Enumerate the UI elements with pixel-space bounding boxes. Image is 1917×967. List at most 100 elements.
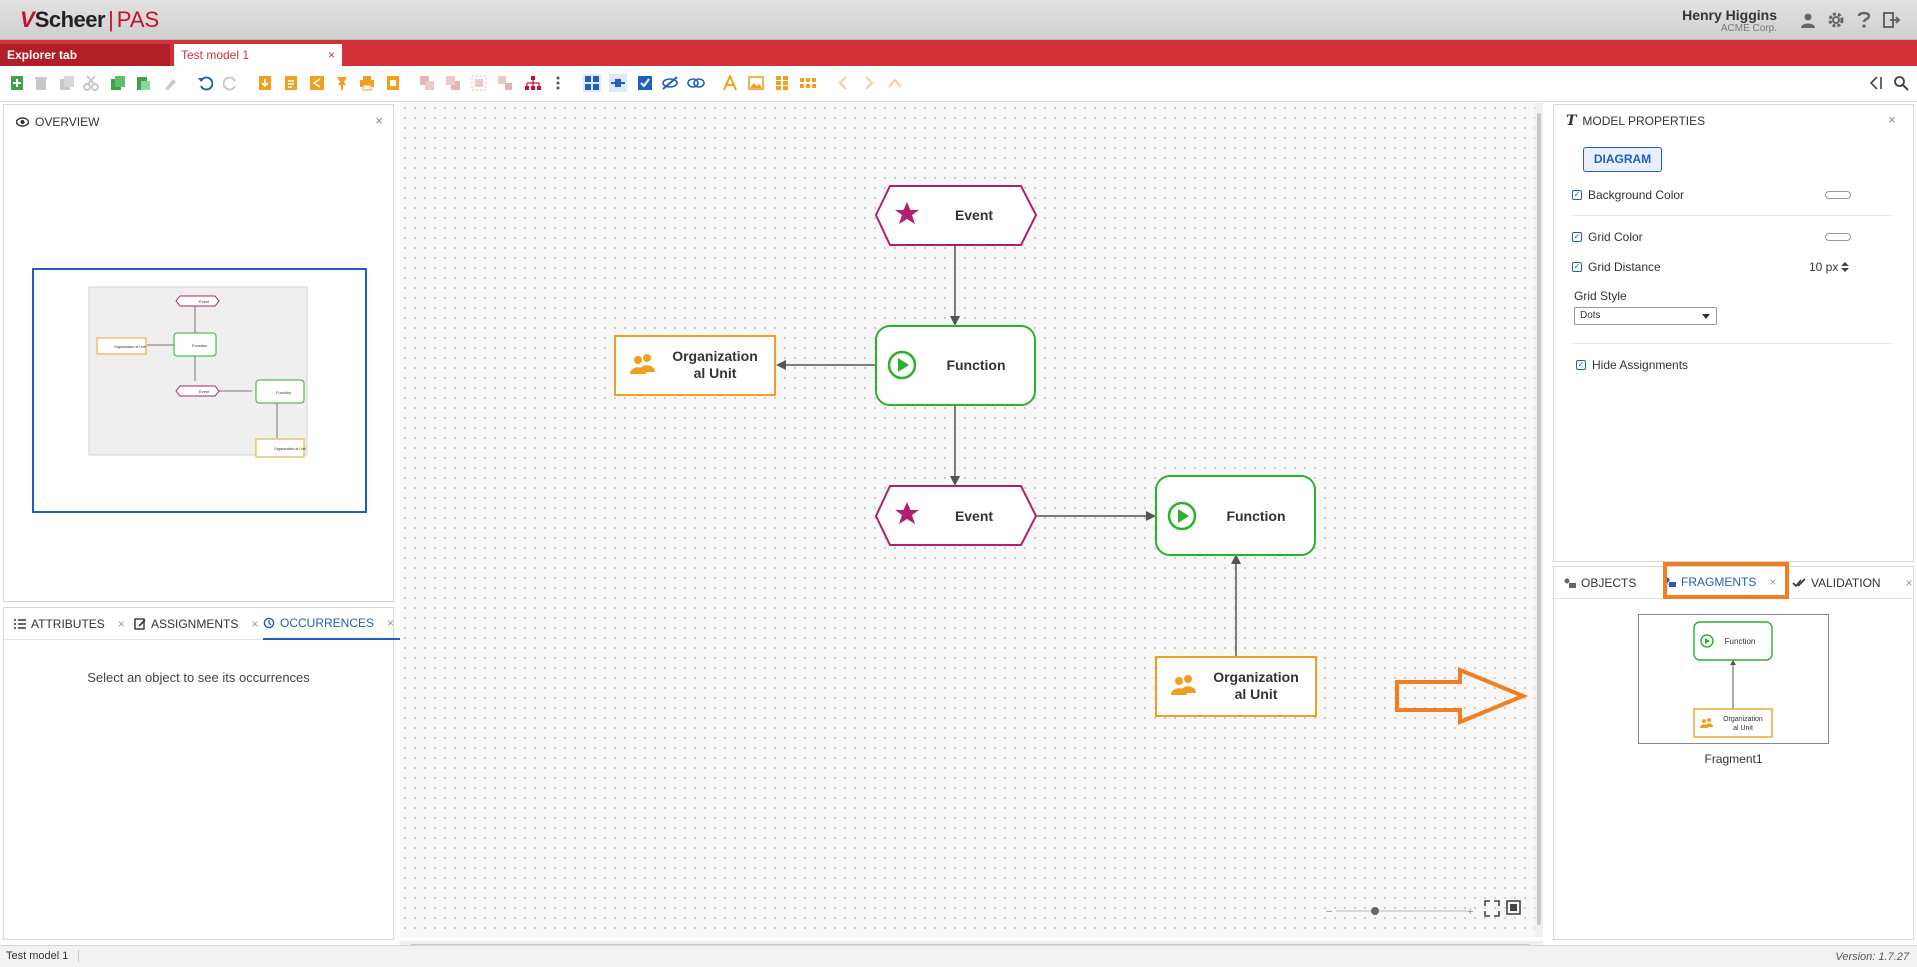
tab-fragments-close-icon[interactable]: × xyxy=(1769,575,1777,589)
tab-validation-close-icon[interactable]: × xyxy=(1905,576,1913,590)
tab-test-model-1[interactable]: Test model 1 × xyxy=(174,44,342,66)
user-info[interactable]: Henry Higgins ACME Corp. xyxy=(1682,7,1777,34)
status-model-name: Test model 1 xyxy=(6,950,80,962)
properties-divider-2 xyxy=(1573,343,1891,344)
print-icon[interactable] xyxy=(358,74,376,92)
check-icon[interactable] xyxy=(636,74,654,92)
actual-size-icon[interactable] xyxy=(1506,900,1521,915)
text-icon[interactable] xyxy=(721,74,739,92)
export-doc-icon[interactable] xyxy=(282,74,300,92)
format-painter-icon xyxy=(162,74,180,92)
table-icon[interactable] xyxy=(799,74,817,92)
double-check-icon xyxy=(1792,578,1806,588)
function-node-right[interactable]: Function xyxy=(1155,475,1316,556)
properties-close-icon[interactable]: × xyxy=(1888,112,1896,127)
minimap-org-left-label: Organization al Unit xyxy=(114,345,146,349)
columns-icon[interactable] xyxy=(773,74,791,92)
tab-explorer[interactable]: Explorer tab xyxy=(0,44,170,66)
org-unit-node-left[interactable]: Organization al Unit xyxy=(614,335,776,396)
stepper-arrows-icon[interactable] xyxy=(1841,261,1850,273)
tab-assignments-close-icon[interactable]: × xyxy=(251,617,259,631)
diagram-svg[interactable]: Event Function Organization al Unit Even… xyxy=(400,103,1543,937)
event-node-top[interactable]: Event xyxy=(874,185,1038,246)
play-icon xyxy=(1167,501,1197,531)
tab-attributes-close-icon[interactable]: × xyxy=(117,617,125,631)
paste-icon[interactable] xyxy=(134,74,152,92)
new-object-icon[interactable] xyxy=(8,74,26,92)
collapse-panel-icon[interactable] xyxy=(1867,74,1885,92)
hierarchy-icon[interactable] xyxy=(524,74,542,92)
grid-color-checkbox[interactable]: ✓ xyxy=(1572,232,1582,242)
function-top-label: Function xyxy=(946,357,1005,373)
diagram-button[interactable]: DIAGRAM xyxy=(1583,147,1662,172)
org-left-label-line1: Organization xyxy=(672,348,758,364)
tab-model-label: Test model 1 xyxy=(181,48,250,62)
pin-icon[interactable] xyxy=(333,74,351,92)
org-bottom-label-line1: Organization xyxy=(1213,669,1299,685)
zoom-slider-handle[interactable] xyxy=(1371,907,1379,915)
tab-attributes[interactable]: ATTRIBUTES × xyxy=(14,608,125,640)
background-color-row: ✓ Background Color xyxy=(1572,188,1684,202)
diagram-canvas[interactable]: Event Function Organization al Unit Even… xyxy=(400,103,1543,951)
people-icon xyxy=(1171,675,1196,695)
grid-view-icon[interactable] xyxy=(583,74,601,92)
properties-title: MODEL PROPERTIES xyxy=(1582,114,1706,128)
tab-occurrences-close-icon[interactable]: × xyxy=(387,616,395,630)
fragment-card[interactable]: Function Organization al Unit xyxy=(1638,614,1829,744)
grid-distance-value: 10 px xyxy=(1809,260,1839,274)
grid-color-label: Grid Color xyxy=(1588,230,1643,244)
tab-close-icon[interactable]: × xyxy=(327,48,335,62)
hide-icon[interactable] xyxy=(661,74,679,92)
help-icon[interactable] xyxy=(1853,9,1875,31)
background-color-picker[interactable] xyxy=(1825,191,1851,199)
tab-occurrences-label: OCCURRENCES xyxy=(280,616,375,630)
tab-explorer-label: Explorer tab xyxy=(7,48,78,62)
tab-validation[interactable]: VALIDATION × xyxy=(1792,567,1913,599)
tab-assignments[interactable]: ASSIGNMENTS × xyxy=(134,608,258,640)
hide-assignments-checkbox[interactable]: ✓ xyxy=(1576,360,1586,370)
function-node-top[interactable]: Function xyxy=(875,325,1036,406)
tab-objects[interactable]: OBJECTS × xyxy=(1564,567,1670,599)
user-icon[interactable] xyxy=(1797,9,1819,31)
export-pdf-icon[interactable] xyxy=(256,74,274,92)
search-icon[interactable] xyxy=(1892,74,1910,92)
background-color-checkbox[interactable]: ✓ xyxy=(1572,190,1582,200)
tab-fragments-label: FRAGMENTS xyxy=(1681,575,1757,589)
zoom-in-button[interactable]: + xyxy=(1467,906,1473,918)
minimap-connectors xyxy=(147,306,278,438)
tab-validation-label: VALIDATION xyxy=(1811,576,1881,590)
image-icon[interactable] xyxy=(747,74,765,92)
fit-screen-icon[interactable] xyxy=(1484,900,1500,917)
report-icon[interactable] xyxy=(384,74,402,92)
link-icon[interactable] xyxy=(687,74,705,92)
play-icon xyxy=(887,350,917,380)
share-icon[interactable] xyxy=(308,74,326,92)
layer-front-icon xyxy=(418,74,436,92)
more-options-icon[interactable] xyxy=(549,74,567,92)
grid-color-picker[interactable] xyxy=(1825,233,1851,241)
overview-close-icon[interactable]: × xyxy=(375,113,383,128)
overview-panel: OVERVIEW × Event Function Organization a… xyxy=(3,104,394,602)
fragment-org-label-line2: al Unit xyxy=(1733,725,1753,732)
logout-icon[interactable] xyxy=(1881,9,1903,31)
grid-distance-checkbox[interactable]: ✓ xyxy=(1572,262,1582,272)
edit-doc-icon xyxy=(134,618,146,630)
copy-icon[interactable] xyxy=(109,74,127,92)
zoom-slider[interactable]: − + xyxy=(1326,906,1473,918)
zoom-out-button[interactable]: − xyxy=(1326,906,1332,918)
grid-distance-stepper[interactable]: 10 px xyxy=(1809,260,1850,274)
org-unit-node-bottom[interactable]: Organization al Unit xyxy=(1155,656,1317,717)
overview-header: OVERVIEW xyxy=(16,115,99,129)
canvas-vertical-scrollbar[interactable] xyxy=(1535,103,1543,937)
hide-assignments-row: ✓ Hide Assignments xyxy=(1576,358,1688,372)
properties-divider-1 xyxy=(1573,215,1891,216)
undo-icon[interactable] xyxy=(196,74,214,92)
grid-style-select[interactable]: Dots xyxy=(1574,307,1717,325)
fragments-highlight-box xyxy=(1663,562,1789,599)
event-node-middle[interactable]: Event xyxy=(874,485,1038,546)
gear-icon[interactable] xyxy=(1825,9,1847,31)
tab-occurrences[interactable]: OCCURRENCES × xyxy=(263,608,401,640)
overview-minimap[interactable]: Event Function Organization al Unit Even… xyxy=(4,105,395,603)
connector-icon[interactable] xyxy=(609,74,627,92)
fragment-name: Fragment1 xyxy=(1704,752,1763,766)
